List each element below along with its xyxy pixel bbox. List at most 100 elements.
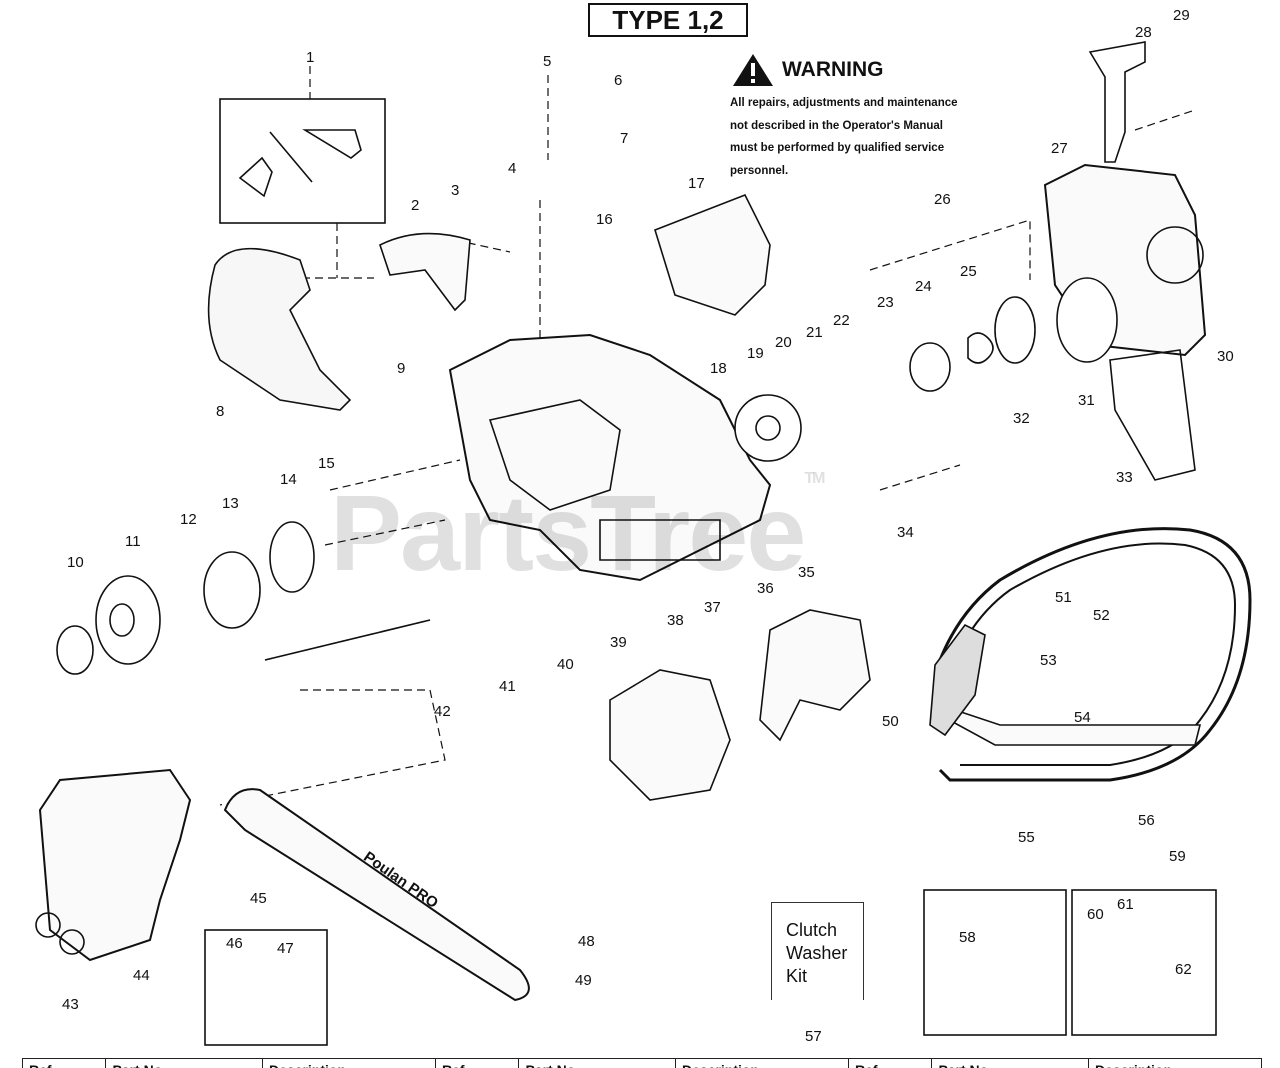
part-callouts: 1 2 3 4 5 6 7 8 9 10 11 12 13 14 15 16 1… <box>62 7 1234 1045</box>
callout-30: 30 <box>1217 348 1234 365</box>
col-part-no: Part No. <box>105 1058 263 1068</box>
callout-53: 53 <box>1040 652 1057 669</box>
callout-18: 18 <box>710 360 727 377</box>
kit-line: Washer <box>786 943 848 963</box>
inset-box-46-47 <box>204 929 328 1046</box>
callout-44: 44 <box>133 967 150 984</box>
callout-7: 7 <box>620 130 628 147</box>
callout-21: 21 <box>806 324 823 341</box>
callout-55: 55 <box>1018 829 1035 846</box>
clutch-washer <box>56 625 94 675</box>
col-ref: Ref <box>21 1058 107 1068</box>
col-description: Description <box>674 1058 849 1068</box>
handle-cover <box>379 232 471 312</box>
inset-box-1 <box>219 98 386 224</box>
callout-54: 54 <box>1074 709 1091 726</box>
callout-9: 9 <box>397 360 405 377</box>
callout-12: 12 <box>180 511 197 528</box>
callout-4: 4 <box>508 160 516 177</box>
warning-triangle-icon <box>733 54 773 86</box>
warning-line: personnel. <box>730 164 789 177</box>
col-description: Description <box>261 1058 436 1068</box>
chain-brake-handle <box>759 609 871 742</box>
clutch-washer-kit-box: Clutch Washer Kit <box>771 902 864 1000</box>
callout-27: 27 <box>1051 140 1068 157</box>
callout-41: 41 <box>499 678 516 695</box>
callout-62: 62 <box>1175 961 1192 978</box>
warning-title: WARNING <box>782 58 884 81</box>
callout-26: 26 <box>934 191 951 208</box>
callout-14: 14 <box>280 471 297 488</box>
clutch-drum <box>95 575 161 665</box>
callout-39: 39 <box>610 634 627 651</box>
callout-23: 23 <box>877 294 894 311</box>
callout-1: 1 <box>306 49 314 66</box>
callout-58: 58 <box>959 929 976 946</box>
guide-bar <box>223 788 530 1002</box>
oil-pump-cover <box>269 521 315 593</box>
callout-17: 17 <box>688 175 705 192</box>
callout-38: 38 <box>667 612 684 629</box>
callout-3: 3 <box>451 182 459 199</box>
cylinder-shield <box>654 193 771 316</box>
callout-29: 29 <box>1173 7 1190 24</box>
trigger-parts <box>238 129 362 198</box>
callout-10: 10 <box>67 554 84 571</box>
parts-table-header: Ref Part No. Description Ref Part No. De… <box>0 1058 1280 1068</box>
callout-49: 49 <box>575 972 592 989</box>
callout-46: 46 <box>226 935 243 952</box>
col-ref: Ref <box>434 1058 520 1068</box>
kit-line: Clutch <box>786 920 838 940</box>
kit-line: Kit <box>786 966 808 986</box>
callout-13: 13 <box>222 495 239 512</box>
clutch <box>203 551 261 629</box>
callout-11: 11 <box>125 533 141 550</box>
warning-line: must be performed by qualified service <box>730 142 945 154</box>
starter-pawl <box>994 296 1036 364</box>
callout-51: 51 <box>1055 589 1072 606</box>
callout-19: 19 <box>747 345 764 362</box>
type-label: TYPE 1,2 <box>588 3 748 37</box>
callout-34: 34 <box>897 524 914 541</box>
sprocket-cover <box>38 768 192 962</box>
starter-handle <box>1088 41 1146 163</box>
warning-line: not described in the Operator's Manual <box>730 119 943 132</box>
callout-50: 50 <box>882 713 899 730</box>
callout-48: 48 <box>578 933 595 950</box>
watermark: PartsTreeTM <box>330 470 825 593</box>
callout-42: 42 <box>434 703 451 720</box>
callout-60: 60 <box>1087 906 1104 923</box>
inset-box-58 <box>923 889 1067 1036</box>
col-part-no: Part No. <box>931 1058 1089 1068</box>
warning-text: All repairs, adjustments and maintenance… <box>730 92 1000 182</box>
callout-31: 31 <box>1078 392 1095 409</box>
clutch-hub <box>909 342 951 392</box>
callout-36: 36 <box>757 580 774 597</box>
engine-housing <box>448 333 772 582</box>
callout-61: 61 <box>1117 896 1134 913</box>
col-description: Description <box>1088 1058 1262 1068</box>
callout-32: 32 <box>1013 410 1030 427</box>
warning-heading: WARNING <box>732 53 884 87</box>
callout-45: 45 <box>250 890 267 907</box>
front-handle <box>938 527 1252 782</box>
callout-37: 37 <box>704 599 721 616</box>
col-ref: Ref <box>847 1058 933 1068</box>
callout-5: 5 <box>543 53 551 70</box>
callout-40: 40 <box>557 656 574 673</box>
callout-2: 2 <box>411 197 419 214</box>
callout-57: 57 <box>805 1028 822 1045</box>
callout-47: 47 <box>277 940 294 957</box>
flywheel <box>734 394 802 462</box>
callout-59: 59 <box>1169 848 1186 865</box>
callout-35: 35 <box>798 564 815 581</box>
callout-20: 20 <box>775 334 792 351</box>
inset-box-60-62 <box>1071 889 1217 1036</box>
clutch-cover-assembly <box>609 669 731 801</box>
callout-16: 16 <box>596 211 613 228</box>
starter-pulley <box>1056 277 1118 363</box>
callout-33: 33 <box>1116 469 1133 486</box>
callout-8: 8 <box>216 403 224 420</box>
callout-24: 24 <box>915 278 932 295</box>
warning-line: All repairs, adjustments and maintenance <box>730 97 958 109</box>
